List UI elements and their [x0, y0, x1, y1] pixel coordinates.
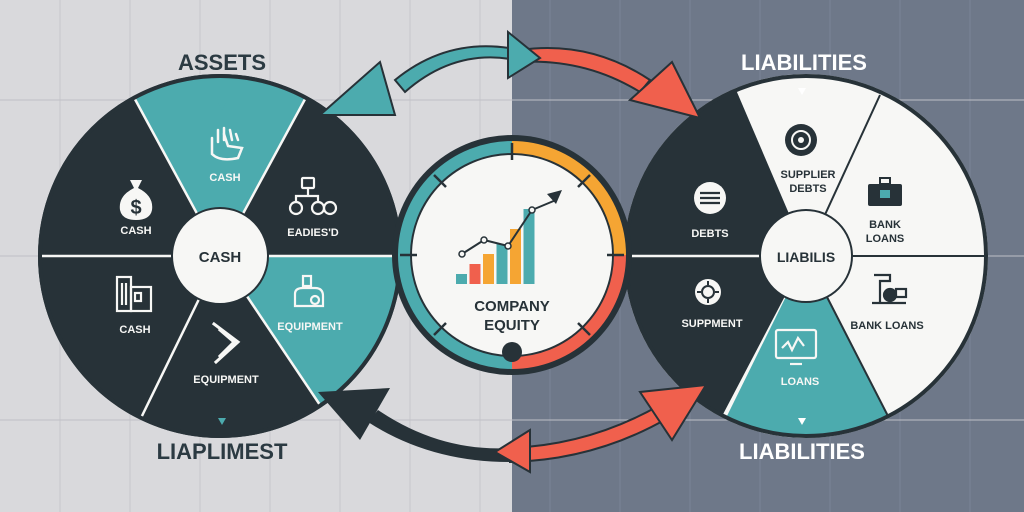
- equity-bar: [456, 274, 467, 284]
- liabilities-segment-top-right-label-1: BANK: [869, 219, 901, 231]
- equity-label-1: COMPANY: [474, 298, 550, 315]
- tool-icon: [211, 321, 241, 365]
- chevron-down-icon: [218, 103, 226, 110]
- machine-icon: [293, 274, 325, 308]
- assets-title: ASSETS: [178, 50, 266, 75]
- assets-wheel: [38, 74, 402, 438]
- equity-label-2: EQUITY: [484, 317, 540, 334]
- building-icon: [115, 275, 153, 313]
- assets-segment-top: [130, 76, 310, 256]
- liabilities-center-hub: [759, 209, 853, 303]
- equity-bar: [496, 244, 508, 284]
- top-arrow: [317, 29, 702, 120]
- growth-chart-icon: [456, 209, 535, 284]
- assets-segment-top-label: CASH: [209, 172, 240, 184]
- liabilities-segment-top-right-label-2: LOANS: [866, 233, 905, 245]
- monitor-icon: [774, 328, 818, 366]
- hand-icon: [210, 126, 244, 161]
- assets-segment-top-right-label: EADIES'D: [287, 227, 339, 239]
- liabilities-segment-top-left-label: DEBTS: [691, 228, 728, 240]
- desk-icon: [872, 273, 908, 305]
- bottom-arrow: [318, 383, 708, 474]
- assets-segment-top-left-label: CASH: [120, 225, 151, 237]
- chevron-down-icon: [798, 88, 806, 95]
- liabilities-title: LIABILITIES: [741, 50, 867, 75]
- equity-bar: [510, 229, 521, 284]
- liabilities-segment-bottom-right-label: BANK LOANS: [850, 320, 923, 332]
- liabilities-segment-top-label-1: SUPPLIER: [780, 169, 835, 181]
- assets-segment-bottom-right-label: EQUIPMENT: [277, 321, 343, 333]
- liabilities-segment-bottom-left-label: SUPPMENT: [681, 318, 742, 330]
- assets-segment-bottom-label: EQUIPMENT: [193, 374, 259, 386]
- coin-icon: [785, 124, 817, 156]
- briefcase-icon: [868, 177, 902, 206]
- equity-bar: [483, 254, 494, 284]
- money-bag-icon: $: [119, 180, 153, 220]
- equity-gauge: COMPANY EQUITY: [392, 135, 632, 375]
- assets-bottom-title: LIAPLIMEST: [157, 439, 288, 464]
- liabilities-wheel: [624, 74, 988, 438]
- liabilities-segment-top-label-2: DEBTS: [789, 183, 826, 195]
- equity-bar: [469, 264, 481, 284]
- svg-text:$: $: [130, 197, 141, 219]
- chevron-down-icon: [798, 418, 806, 425]
- assets-segment-bottom-left-label: CASH: [119, 324, 150, 336]
- chevron-down-icon: [218, 418, 226, 425]
- liabilities-center-label: LIABILIS: [777, 249, 835, 265]
- document-icon: [694, 182, 726, 214]
- equity-bar: [523, 209, 535, 284]
- liabilities-bottom-title: LIABILITIES: [739, 439, 865, 464]
- liabilities-segment-bottom-label: LOANS: [781, 376, 820, 388]
- assets-center-label: CASH: [199, 249, 242, 266]
- assets-center-hub: [171, 207, 269, 305]
- gear-icon: [695, 279, 721, 305]
- network-icon: [288, 176, 338, 216]
- liabilities-segment-bottom: [725, 256, 890, 436]
